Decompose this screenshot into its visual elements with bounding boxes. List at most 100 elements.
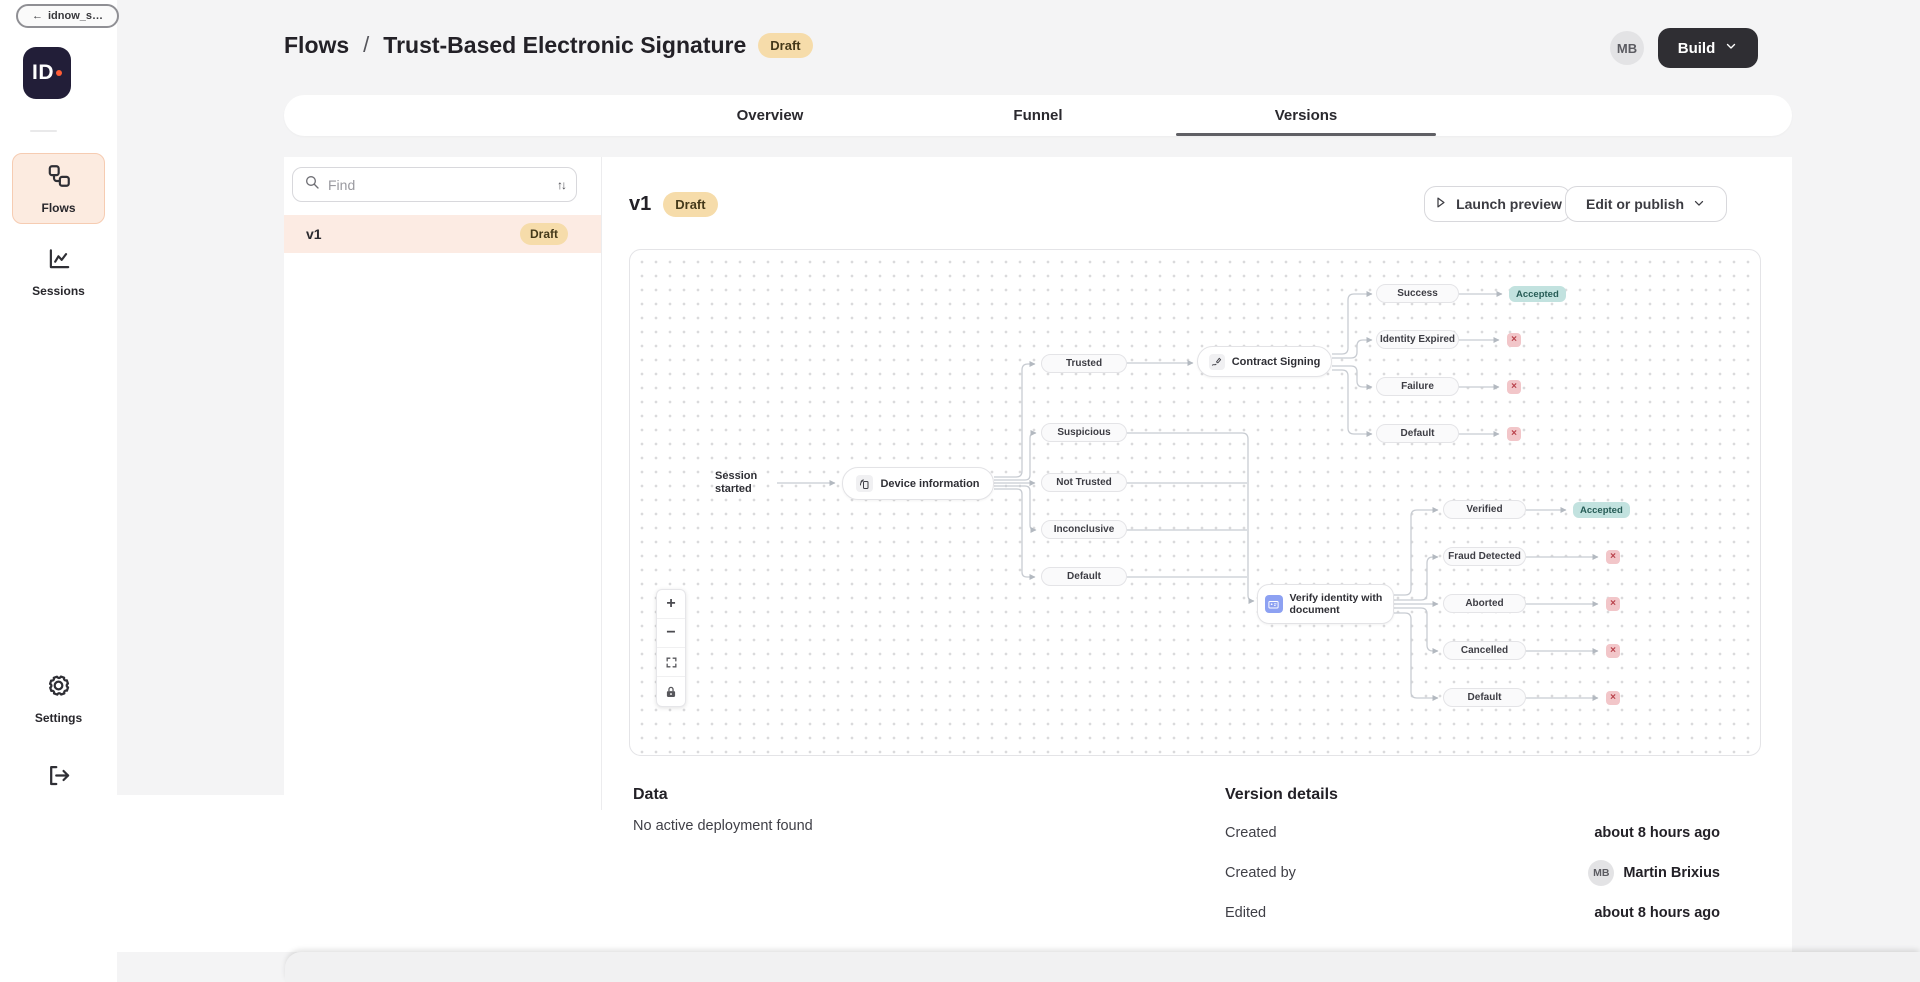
launch-preview-label: Launch preview (1456, 196, 1562, 212)
rejected-result-icon[interactable]: × (1606, 691, 1620, 705)
accepted-result-badge[interactable]: Accepted (1573, 502, 1630, 518)
sort-icon[interactable]: ↑↓ (557, 177, 567, 192)
data-section-title: Data (633, 786, 668, 803)
tab-label: Funnel (1013, 107, 1063, 124)
flow-node-contract-signing[interactable]: Contract Signing (1197, 346, 1332, 377)
back-arrow-icon: ← (31, 10, 43, 22)
zoom-out-button[interactable]: − (657, 619, 685, 648)
outcome-pill-default[interactable]: Default (1376, 424, 1459, 443)
deployment-status-text: No active deployment found (633, 818, 813, 834)
flow-canvas[interactable]: Session started Device information Trust… (629, 249, 1761, 756)
rejected-result-icon[interactable]: × (1507, 427, 1521, 441)
tab-bar: Overview Funnel Versions (284, 95, 1792, 136)
accepted-result-badge[interactable]: Accepted (1509, 286, 1566, 302)
outcome-pill-trusted[interactable]: Trusted (1041, 354, 1127, 373)
launch-preview-button[interactable]: Launch preview (1424, 186, 1571, 222)
sidebar: ← idnow_s… ID Flows Sessions Settings (0, 0, 119, 982)
play-icon (1433, 195, 1448, 213)
outcome-pill-identity-expired[interactable]: Identity Expired (1376, 330, 1459, 349)
gear-icon (45, 672, 72, 704)
sidebar-item-label: Settings (34, 710, 83, 725)
tab-overview[interactable]: Overview (636, 95, 904, 136)
version-list-item-v1[interactable]: v1 Draft (284, 215, 601, 253)
edit-or-publish-label: Edit or publish (1586, 196, 1684, 212)
sidebar-divider (30, 130, 57, 132)
tab-versions[interactable]: Versions (1172, 95, 1440, 136)
outcome-pill-default[interactable]: Default (1443, 688, 1526, 707)
chevron-down-icon (1724, 39, 1738, 57)
active-tab-underline (1176, 133, 1436, 136)
outcome-pill-fraud-detected[interactable]: Fraud Detected (1443, 547, 1526, 566)
version-detail-header: v1 Draft (629, 188, 718, 220)
outcome-pill-failure[interactable]: Failure (1376, 377, 1459, 396)
signature-pen-icon (1208, 353, 1225, 370)
outcome-pill-verified[interactable]: Verified (1443, 500, 1526, 519)
logout-icon (45, 762, 72, 794)
outcome-pill-not-trusted[interactable]: Not Trusted (1041, 473, 1127, 492)
status-badge: Draft (758, 32, 813, 58)
sidebar-item-flows[interactable]: Flows (12, 153, 105, 224)
rejected-result-icon[interactable]: × (1507, 380, 1521, 394)
version-list-panel (284, 157, 601, 952)
logo-dot (56, 70, 62, 76)
creator-name: Martin Brixius (1623, 865, 1720, 881)
breadcrumb: Flows / Trust-Based Electronic Signature… (284, 27, 813, 63)
flow-start-label: Session started (715, 470, 758, 495)
device-signal-icon (856, 475, 874, 492)
id-card-icon (1264, 595, 1283, 613)
fit-view-button[interactable] (657, 648, 685, 677)
breadcrumb-separator: / (363, 32, 370, 57)
lock-interactivity-button[interactable] (657, 677, 685, 706)
outcome-pill-cancelled[interactable]: Cancelled (1443, 641, 1526, 660)
flow-edges (777, 291, 1599, 701)
rejected-result-icon[interactable]: × (1606, 644, 1620, 658)
user-avatar[interactable]: MB (1610, 31, 1644, 65)
logo-text: ID (32, 61, 54, 84)
browser-tab-button[interactable]: ← idnow_s… (16, 4, 119, 28)
browser-tab-label: idnow_s… (47, 10, 103, 22)
breadcrumb-flows-link[interactable]: Flows (284, 31, 350, 58)
build-button-label: Build (1677, 39, 1716, 57)
version-status-badge: Draft (519, 223, 568, 245)
flows-icon (46, 163, 72, 194)
detail-value: about 8 hours ago (1594, 825, 1720, 841)
tab-funnel[interactable]: Funnel (904, 95, 1172, 136)
rejected-result-icon[interactable]: × (1606, 550, 1620, 564)
rejected-result-icon[interactable]: × (1606, 597, 1620, 611)
search-input[interactable] (328, 176, 549, 193)
version-details-title: Version details (1225, 786, 1338, 803)
outcome-pill-aborted[interactable]: Aborted (1443, 594, 1526, 613)
logout-button[interactable] (42, 762, 74, 794)
outcome-pill-success[interactable]: Success (1376, 284, 1459, 303)
outcome-pill-inconclusive[interactable]: Inconclusive (1041, 520, 1127, 539)
node-label: Contract Signing (1231, 355, 1321, 368)
sidebar-item-sessions[interactable]: Sessions (12, 240, 105, 304)
sessions-chart-icon (46, 246, 72, 277)
rejected-result-icon[interactable]: × (1507, 333, 1521, 347)
canvas-controls: + − (656, 589, 686, 707)
idnow-logo[interactable]: ID (23, 47, 71, 99)
tab-label: Versions (1274, 107, 1338, 124)
version-details-rows: Created about 8 hours ago Created by MB … (1225, 813, 1720, 933)
zoom-in-button[interactable]: + (657, 590, 685, 619)
edit-or-publish-button[interactable]: Edit or publish (1565, 186, 1727, 222)
outcome-pill-default[interactable]: Default (1041, 567, 1127, 586)
build-button[interactable]: Build (1658, 28, 1758, 68)
version-heading: v1 (629, 192, 652, 215)
panel-divider (601, 157, 602, 810)
sidebar-item-label: Sessions (32, 284, 85, 298)
sidebar-item-settings[interactable]: Settings (12, 666, 105, 730)
version-draft-badge: Draft (663, 191, 718, 217)
outcome-pill-suspicious[interactable]: Suspicious (1041, 423, 1127, 442)
detail-label: Created by (1225, 865, 1296, 881)
lock-icon (666, 686, 676, 697)
flow-node-verify-identity[interactable]: Verify identity with document (1257, 584, 1394, 624)
creator-avatar: MB (1588, 860, 1615, 886)
version-name: v1 (306, 226, 322, 242)
flow-node-device-information[interactable]: Device information (842, 467, 994, 500)
node-label: Verify identity with document (1289, 592, 1383, 616)
detail-label: Edited (1225, 905, 1267, 921)
search-icon (304, 174, 320, 195)
version-search: ↑↓ (292, 167, 577, 202)
